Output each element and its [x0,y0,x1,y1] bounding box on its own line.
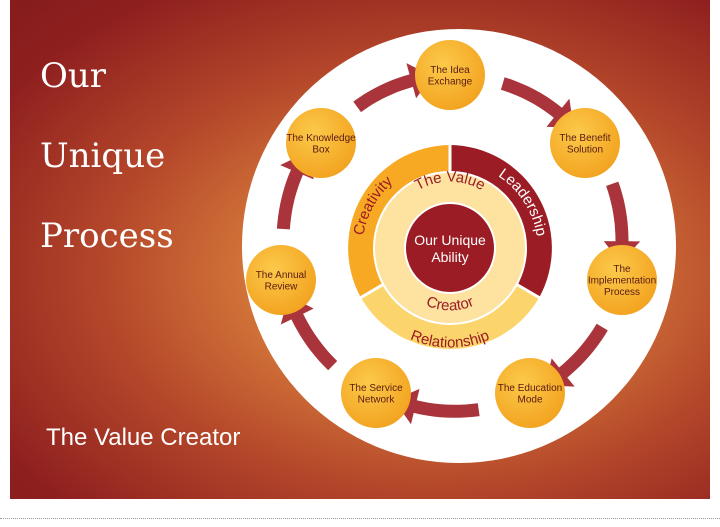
step-label-line: The Annual [256,270,307,281]
step-label-line: The Benefit [559,133,610,144]
page-title-line-2: Unique [40,136,166,176]
tagline: The Value Creator [46,424,241,451]
process-arrow [280,295,338,371]
step-circle [415,40,485,110]
step-label-line: The Idea [430,65,470,76]
inner-label-bottom: Creator [424,293,476,314]
page-title: Our Unique Process [40,16,174,296]
inner-label-bottom-container: Creator [424,293,476,314]
ring-segment-relationship [360,284,540,349]
page-title-line-1: Our [40,56,107,96]
core-circle [404,202,496,294]
arrows-group [276,63,641,425]
center-label-line-2: Ability [431,249,468,265]
process-arrow [603,181,641,263]
step-label-line: The [613,264,631,275]
step-label-line: The Service [349,383,403,394]
step-label-line: Exchange [428,76,473,87]
step-label-line: Implementation [588,276,656,287]
step-label-line: Solution [567,144,603,155]
step-label-line: Network [358,394,396,405]
process-arrow [394,388,480,425]
ring-separators [359,144,541,300]
center-rings [348,144,552,349]
step-circle [495,358,565,428]
step-label-line: Review [265,281,299,292]
center-label-line-1: Our Unique [414,232,486,248]
ring-segment-creativity [348,145,450,298]
step-label-line: The Knowledge [286,133,356,144]
step-label-line: Process [604,287,640,298]
step-label-line: Box [312,144,329,155]
process-arrow [500,77,574,128]
step-circle [550,108,620,178]
dotted-divider [0,518,720,519]
step-circle [341,358,411,428]
step-circle [587,245,657,315]
step-label-line: Mode [517,394,542,405]
step-label-line: The Education [498,383,563,394]
page-title-line-3: Process [40,216,174,256]
step-circle [286,108,356,178]
process-arrow [545,323,608,387]
ring-segment-leadership [450,145,552,298]
process-arrow [353,63,433,113]
step-circle [246,245,316,315]
